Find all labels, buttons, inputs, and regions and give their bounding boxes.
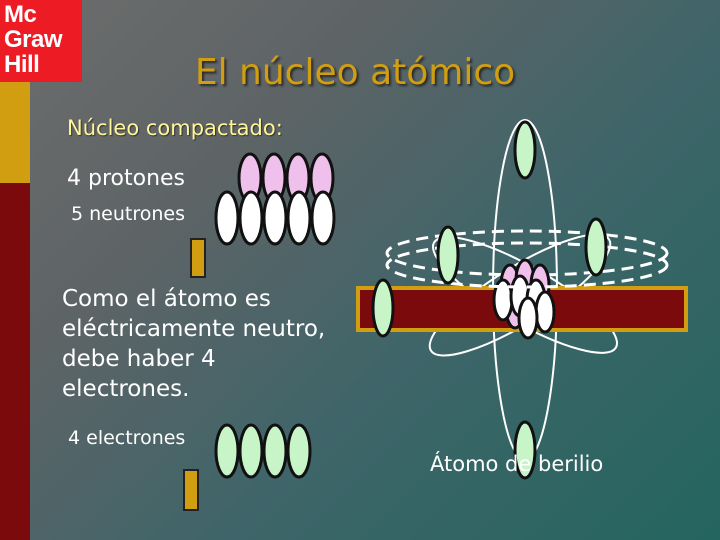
neutron <box>214 190 240 246</box>
neutron <box>286 190 312 246</box>
atom-electrons <box>371 120 608 480</box>
marker-bar-bottom <box>183 469 199 511</box>
orbit-electron <box>513 420 537 480</box>
orbit-electron <box>436 225 460 285</box>
protons-label: 4 protones <box>67 166 186 191</box>
left-accent-bar-red <box>0 183 30 540</box>
explanation-paragraph: Como el átomo es eléctricamente neutro, … <box>62 286 326 402</box>
neutron <box>310 190 336 246</box>
electrons-label: 4 electrones <box>68 427 186 449</box>
electron <box>214 423 240 479</box>
orbit-electron <box>584 217 608 277</box>
nucleus-neutron <box>534 290 556 334</box>
neutron <box>262 190 288 246</box>
atom-caption: Átomo de berilio <box>430 452 604 476</box>
electron-row <box>214 423 312 479</box>
proton-row <box>237 152 335 204</box>
slide-title: El núcleo atómico <box>194 52 516 93</box>
subtitle: Núcleo compactado: <box>67 116 283 140</box>
electron <box>238 423 264 479</box>
nucleus-neutron <box>517 296 539 340</box>
orbit-electron <box>513 120 537 180</box>
orbit-electron <box>371 278 395 338</box>
logo-line-2: Graw <box>4 26 63 53</box>
mcgraw-hill-logo: Mc Graw Hill <box>0 0 82 82</box>
logo-line-1: Mc <box>4 1 37 28</box>
neutron-row <box>214 190 336 246</box>
neutron <box>238 190 264 246</box>
orbit-dashed-front <box>385 241 669 289</box>
logo-line-3: Hill <box>4 51 40 78</box>
electron <box>262 423 288 479</box>
electron <box>286 423 312 479</box>
marker-bar-top <box>190 238 206 278</box>
neutrons-label: 5 neutrones <box>71 203 185 225</box>
